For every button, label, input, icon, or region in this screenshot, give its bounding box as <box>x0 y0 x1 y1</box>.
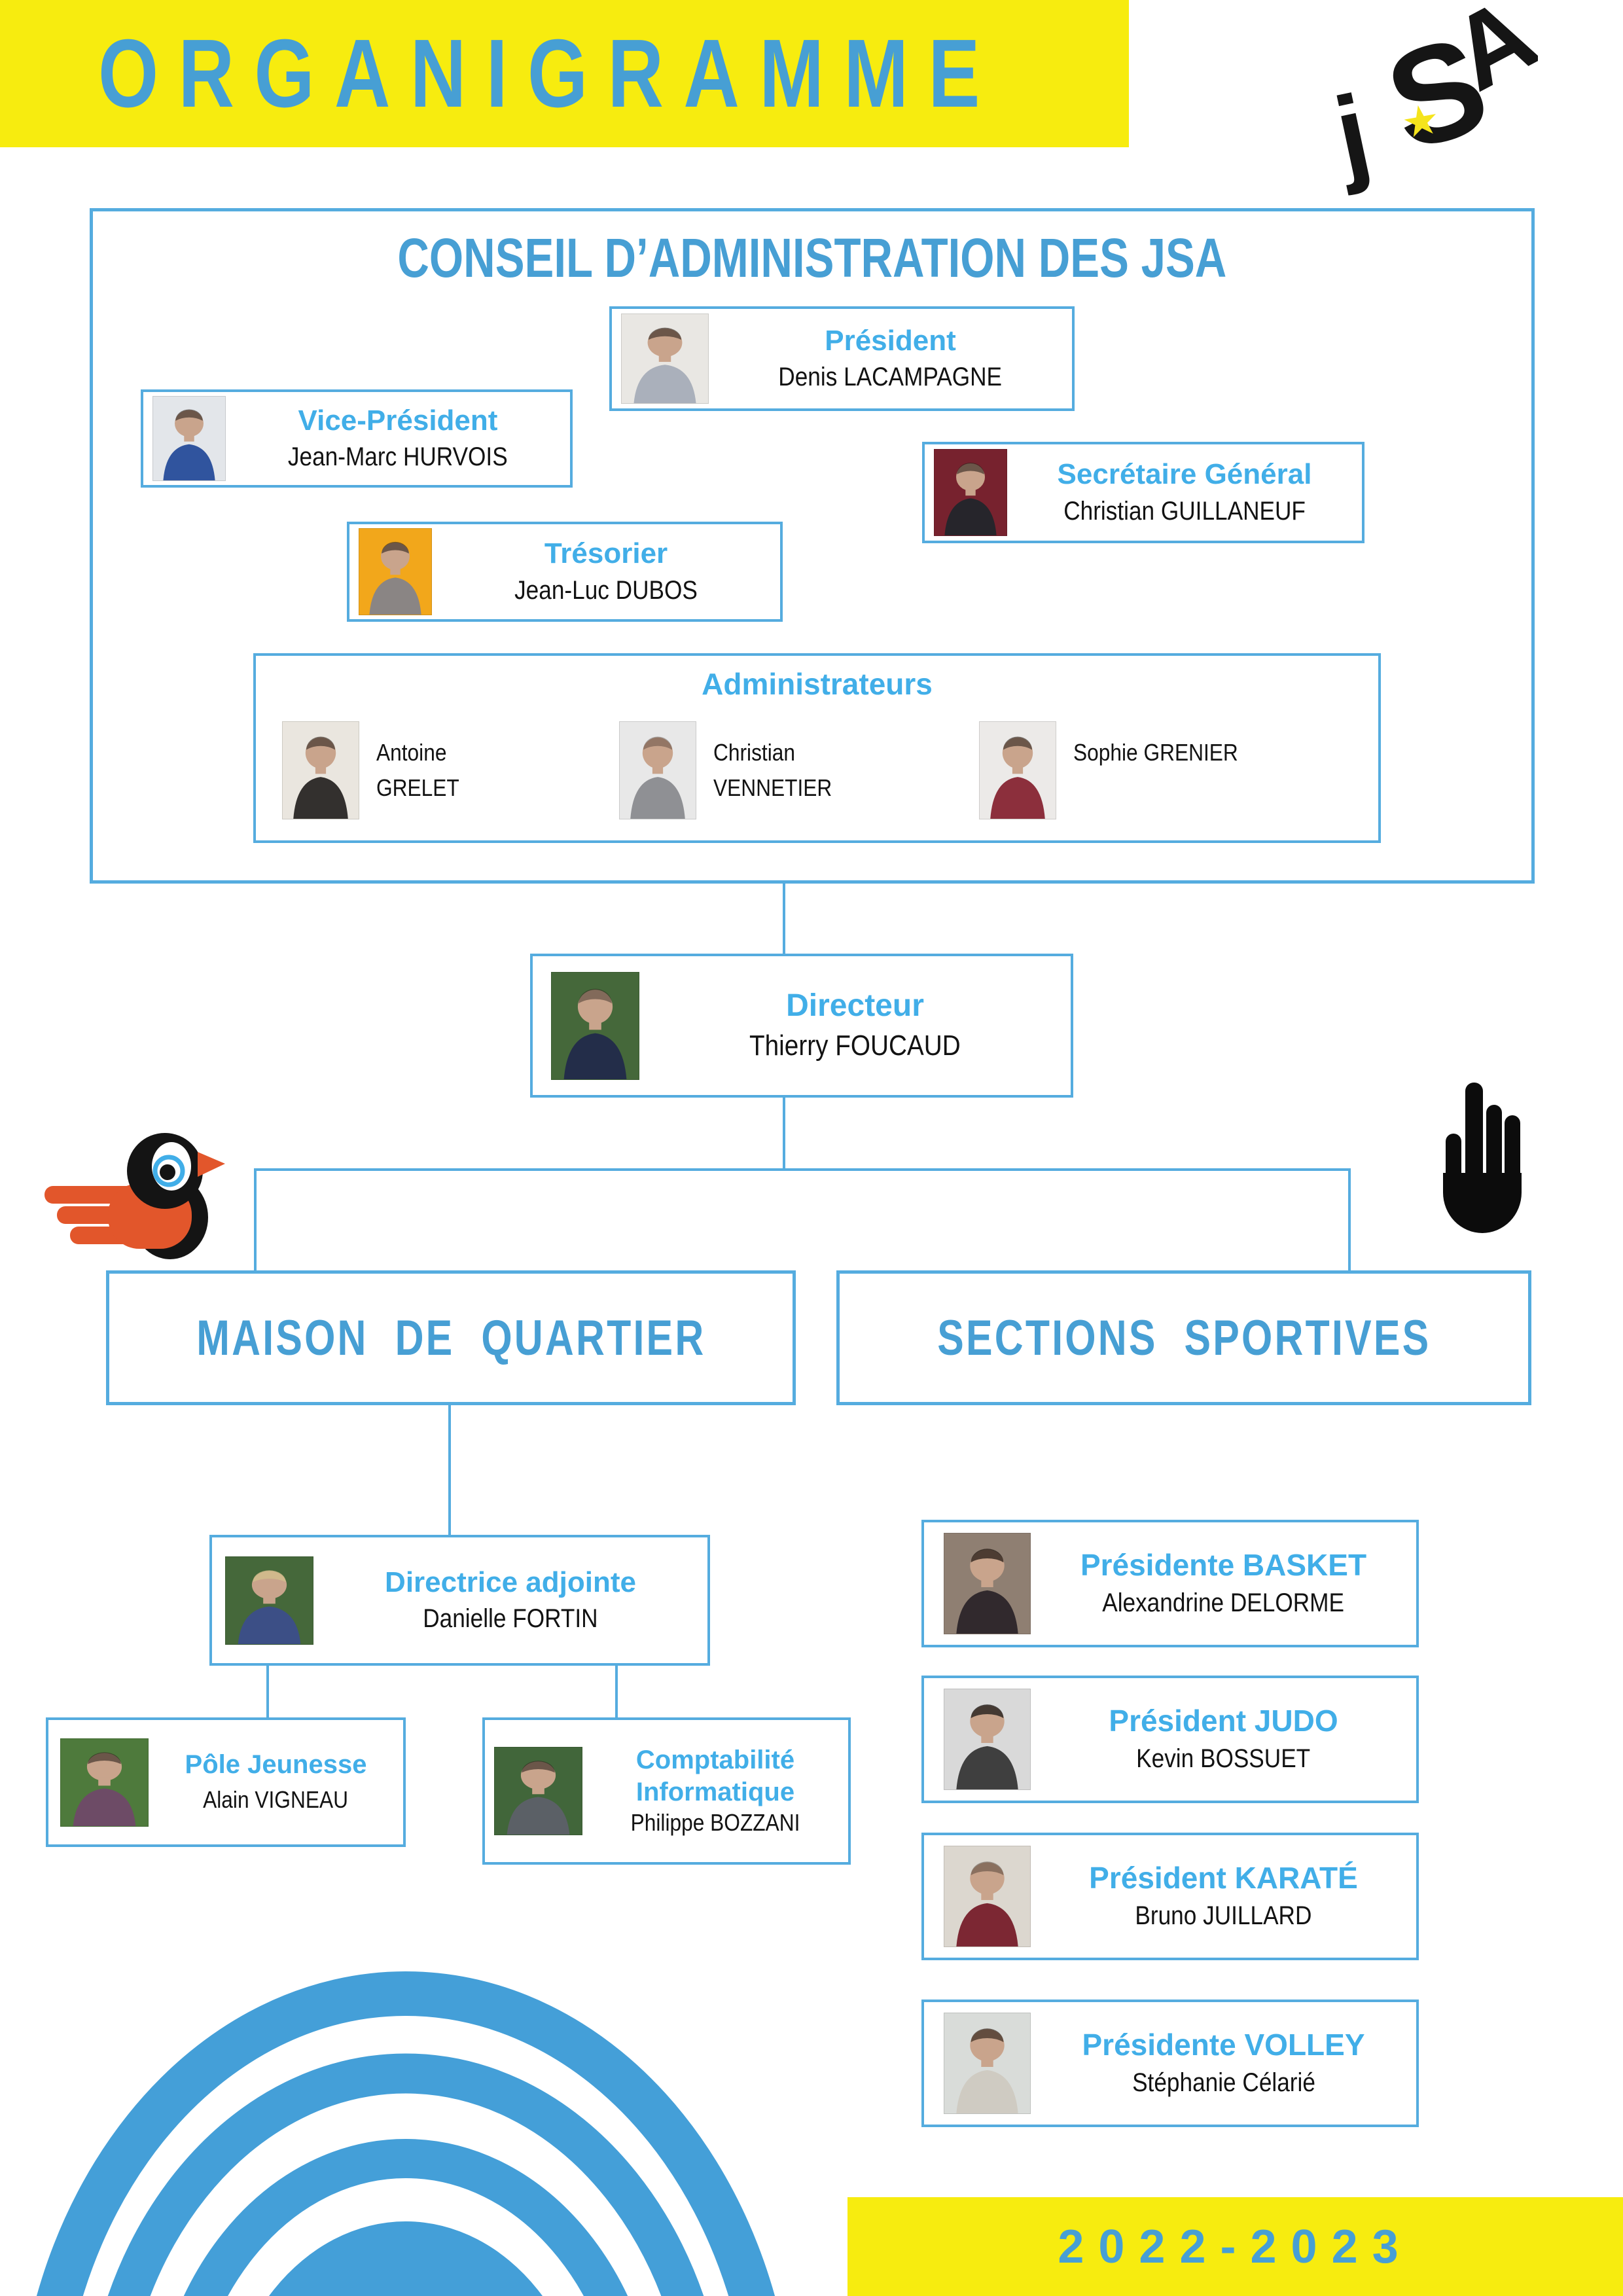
person-silhouette-icon <box>956 1861 1018 1946</box>
connector-line <box>254 1168 257 1273</box>
card-president-judo: Président JUDO Kevin BOSSUET <box>921 1676 1419 1803</box>
role-label: Président KARATÉ <box>1089 1861 1358 1895</box>
branch-title-sections: SECTIONS SPORTIVES <box>936 1310 1431 1366</box>
role-label: Directeur <box>786 988 924 1024</box>
page-title: ORGANIGRAMME <box>98 20 1000 128</box>
target-circles-decoration <box>37 1971 775 2296</box>
person-name: Alain VIGNEAU <box>203 1785 349 1813</box>
person-silhouette-icon <box>293 736 348 819</box>
photo-president <box>621 314 709 404</box>
season-label: 2022-2023 <box>1058 2220 1413 2273</box>
person-name: Antoine GRELET <box>376 739 459 801</box>
person-silhouette-icon <box>630 736 685 819</box>
person-name: Christian GUILLANEUF <box>1063 496 1306 526</box>
logo-letter-j: j <box>1323 72 1380 196</box>
photo-vennetier <box>619 721 696 819</box>
card-director: Directeur Thierry FOUCAUD <box>530 954 1073 1098</box>
person-silhouette-icon <box>507 1761 570 1835</box>
role-label-line2: Informatique <box>635 1777 795 1806</box>
card-vice-president: Vice-Président Jean-Marc HURVOIS <box>141 389 573 488</box>
jsa-logo: j S A ★ <box>1323 7 1538 196</box>
photo-grenier <box>979 721 1056 819</box>
role-label: Directrice adjointe <box>385 1566 636 1598</box>
photo-director <box>551 971 639 1080</box>
card-president: Président Denis LACAMPAGNE <box>609 306 1075 411</box>
person-name: Alexandrine DELORME <box>1102 1588 1345 1617</box>
person-silhouette-icon <box>956 1549 1018 1634</box>
connector-line <box>448 1405 451 1535</box>
person-name: Philippe BOZZANI <box>630 1809 800 1837</box>
card-president-basket: Présidente BASKET Alexandrine DELORME <box>921 1520 1419 1647</box>
pointing-hand-icon <box>1443 1083 1522 1233</box>
person-name: Bruno JUILLARD <box>1135 1901 1312 1930</box>
person-silhouette-icon <box>73 1751 136 1826</box>
role-label: Présidente VOLLEY <box>1082 2028 1365 2062</box>
photo-vice-president <box>152 396 226 481</box>
person-name: Thierry FOUCAUD <box>749 1029 961 1062</box>
role-label: Président <box>825 324 956 357</box>
board-title: CONSEIL D’ADMINISTRATION DES JSA <box>397 227 1227 289</box>
branch-box-sections: SECTIONS SPORTIVES <box>836 1270 1531 1405</box>
photo-president-judo <box>944 1689 1031 1790</box>
person-name: Jean-Marc HURVOIS <box>288 442 508 472</box>
top-banner: ORGANIGRAMME <box>0 0 1129 147</box>
connector-line <box>1348 1168 1351 1273</box>
card-comptabilite-informatique: Comptabilité Informatique Philippe BOZZA… <box>482 1717 851 1865</box>
photo-directrice-adjointe <box>225 1556 313 1645</box>
person-name: Kevin BOSSUET <box>1136 1744 1311 1773</box>
person-silhouette-icon <box>563 988 627 1079</box>
card-pole-jeunesse: Pôle Jeunesse Alain VIGNEAU <box>46 1717 406 1847</box>
card-president-volley: Présidente VOLLEY Stéphanie Célarié <box>921 2000 1419 2127</box>
role-label-line1: Comptabilité <box>635 1745 795 1774</box>
photo-president-karate <box>944 1846 1031 1947</box>
person-silhouette-icon <box>956 2028 1018 2113</box>
administrator-grelet: Antoine GRELET <box>282 721 471 819</box>
connector-line <box>254 1168 1351 1171</box>
branch-title-maison: MAISON DE QUARTIER <box>196 1310 706 1366</box>
person-name: Christian VENNETIER <box>713 739 832 801</box>
logo-star-icon: ★ <box>1398 94 1443 147</box>
person-name: Stéphanie Célarié <box>1132 2068 1315 2097</box>
photo-treasurer <box>359 528 432 615</box>
card-treasurer: Trésorier Jean-Luc DUBOS <box>347 522 783 622</box>
person-name: Denis LACAMPAGNE <box>778 363 1003 392</box>
person-silhouette-icon <box>633 327 696 403</box>
person-silhouette-icon <box>238 1570 301 1644</box>
person-name: Danielle FORTIN <box>423 1604 598 1634</box>
administrators-box: Administrateurs Antoine GRELET <box>253 653 1381 843</box>
administrator-vennetier: Christian VENNETIER <box>619 721 848 819</box>
role-label: Secrétaire Général <box>1057 458 1312 491</box>
person-name: Sophie GRENIER <box>1073 739 1238 766</box>
person-silhouette-icon <box>944 462 997 535</box>
branch-box-maison: MAISON DE QUARTIER <box>106 1270 796 1405</box>
connector-line <box>266 1666 269 1718</box>
photo-president-volley <box>944 2013 1031 2114</box>
administrators-title: Administrateurs <box>702 667 933 701</box>
administrator-grenier: Sophie GRENIER <box>979 721 1260 819</box>
role-label: Président JUDO <box>1109 1704 1338 1738</box>
photo-pole-jeunesse <box>60 1738 149 1827</box>
person-name: Jean-Luc DUBOS <box>514 575 698 605</box>
role-label: Trésorier <box>544 537 668 570</box>
connector-line <box>783 1098 785 1170</box>
role-label: Vice-Président <box>298 404 498 437</box>
bottom-banner: 2022-2023 <box>847 2197 1623 2296</box>
connector-line <box>615 1666 618 1718</box>
photo-grelet <box>282 721 359 819</box>
card-secretary-general: Secrétaire Général Christian GUILLANEUF <box>922 442 1364 543</box>
person-silhouette-icon <box>369 541 421 615</box>
bird-mascot-icon <box>45 1133 225 1259</box>
person-silhouette-icon <box>990 736 1045 819</box>
photo-president-basket <box>944 1533 1031 1634</box>
card-president-karate: Président KARATÉ Bruno JUILLARD <box>921 1833 1419 1960</box>
photo-secretary-general <box>934 449 1007 536</box>
role-label: Présidente BASKET <box>1080 1548 1367 1583</box>
card-directrice-adjointe: Directrice adjointe Danielle FORTIN <box>209 1535 710 1666</box>
connector-line <box>783 884 785 954</box>
role-label: Pôle Jeunesse <box>185 1750 367 1780</box>
photo-comptabilite <box>494 1747 582 1835</box>
person-silhouette-icon <box>163 409 215 480</box>
person-silhouette-icon <box>956 1704 1018 1789</box>
